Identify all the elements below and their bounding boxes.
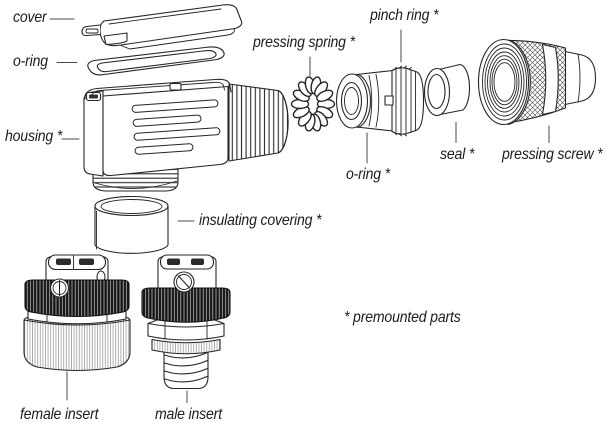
- insulating-covering-drawing: [94, 195, 169, 254]
- male-insert-drawing: [141, 254, 231, 390]
- label-male-insert: male insert: [155, 406, 222, 423]
- label-pinch-ring: pinch ring *: [370, 7, 439, 24]
- pinch-ring-assembly-drawing: [335, 65, 425, 137]
- label-insulating-covering: insulating covering *: [199, 212, 322, 229]
- footnote-premounted-parts: * premounted parts: [344, 309, 461, 326]
- label-seal: seal *: [440, 146, 475, 163]
- label-female-insert: female insert: [20, 406, 99, 423]
- pressing-spring-drawing: [290, 76, 336, 132]
- pressing-screw-drawing: [477, 38, 597, 126]
- leader-lines: [49, 18, 550, 403]
- label-housing: housing *: [5, 128, 63, 145]
- label-o-ring-front: o-ring *: [346, 166, 390, 183]
- female-insert-drawing: [23, 254, 131, 372]
- seal-drawing: [423, 63, 471, 117]
- label-cover: cover: [13, 9, 47, 26]
- housing-drawing: [83, 78, 289, 192]
- label-pressing-screw: pressing screw *: [502, 146, 603, 163]
- cover-drawing: [81, 4, 243, 50]
- label-pressing-spring: pressing spring *: [253, 34, 355, 51]
- label-o-ring-top: o-ring: [13, 53, 48, 70]
- top-oring-drawing: [87, 46, 225, 76]
